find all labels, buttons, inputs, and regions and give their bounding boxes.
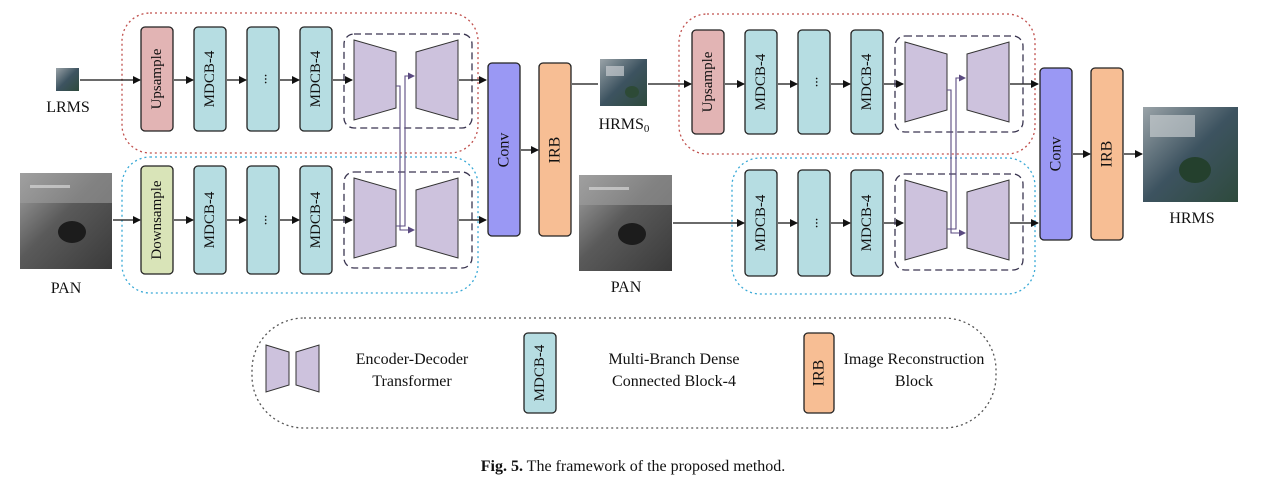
irb-label-1: IRB bbox=[547, 137, 564, 164]
pan-branch-container bbox=[121, 156, 479, 294]
mdcb-label-2a: MDCB-4 bbox=[202, 191, 218, 248]
mdcb-ellipsis-1a bbox=[246, 26, 280, 132]
mdcb-block-2a bbox=[193, 165, 227, 275]
hrms0-label-main: HRMS bbox=[599, 116, 644, 133]
mdcb-label-3a: MDCB-4 bbox=[753, 53, 769, 110]
conv-block-1 bbox=[487, 62, 521, 237]
conv-label-1: Conv bbox=[496, 133, 513, 168]
mdcb-label-1a: MDCB-4 bbox=[202, 50, 218, 107]
upsample-label-1: Upsample bbox=[149, 48, 165, 109]
legend-irb-line2: Block bbox=[895, 373, 933, 390]
figure-number: Fig. 5. bbox=[480, 458, 523, 475]
figure-caption-text: The framework of the proposed method. bbox=[526, 458, 786, 475]
mdcb-label-4b: MDCB-4 bbox=[859, 194, 875, 251]
decoder-icon bbox=[966, 41, 1010, 123]
mdcb-block-3a bbox=[744, 29, 778, 135]
transformer-container-1b bbox=[343, 171, 473, 269]
upsample-label-2: Upsample bbox=[700, 51, 716, 112]
legend-irb-block bbox=[803, 332, 835, 414]
decoder-icon bbox=[966, 179, 1010, 261]
mdcb-ellipsis-4a bbox=[797, 169, 831, 277]
encoder-icon bbox=[353, 177, 397, 259]
mdcb-block-2b bbox=[299, 165, 333, 275]
legend-mdcb-label: MDCB-4 bbox=[532, 344, 548, 401]
conv-block-2 bbox=[1039, 67, 1073, 241]
ellipsis-label: ... bbox=[807, 218, 822, 229]
mdcb-block-1b bbox=[299, 26, 333, 132]
lrms-branch-container bbox=[121, 12, 479, 154]
cross-link-down-1 bbox=[396, 85, 415, 234]
pan-image-middle bbox=[579, 175, 672, 271]
framework-diagram: LRMS PAN Upsample Downsample MDCB-4 ... … bbox=[20, 12, 1238, 429]
ellipsis-label: ... bbox=[807, 77, 822, 88]
mdcb-label-1b: MDCB-4 bbox=[308, 50, 324, 107]
legend-transformer-icon bbox=[265, 344, 320, 393]
transformer-container-2a bbox=[894, 35, 1024, 133]
legend-mdcb-line2: Connected Block-4 bbox=[612, 373, 736, 390]
upsample-block-1 bbox=[140, 26, 174, 132]
decoder-icon bbox=[415, 39, 459, 121]
lrms-label: LRMS bbox=[46, 99, 90, 116]
decoder-icon bbox=[415, 177, 459, 259]
upsample-block-2 bbox=[691, 29, 725, 135]
downsample-block bbox=[140, 165, 174, 275]
legend-transformer-line2: Transformer bbox=[372, 373, 452, 390]
pan-label-middle: PAN bbox=[611, 279, 642, 296]
irb-block-2 bbox=[1090, 67, 1124, 241]
mdcb-label-4a: MDCB-4 bbox=[753, 194, 769, 251]
ellipsis-label: ... bbox=[256, 74, 271, 85]
pan-image-left bbox=[20, 173, 112, 269]
legend-mdcb-line1: Multi-Branch Dense bbox=[608, 351, 739, 368]
hrms0-label-subscript: 0 bbox=[644, 123, 650, 135]
hrms-label: HRMS bbox=[1169, 210, 1214, 227]
transformer-container-2b bbox=[894, 173, 1024, 271]
encoder-icon bbox=[904, 41, 948, 123]
pan-label-left: PAN bbox=[51, 280, 82, 297]
mdcb-block-1a bbox=[193, 26, 227, 132]
ellipsis-label: ... bbox=[256, 215, 271, 226]
conv-label-2: Conv bbox=[1048, 137, 1065, 172]
hrms0-image bbox=[600, 59, 647, 106]
transformer-container-1a bbox=[343, 33, 473, 129]
mdcb-block-3b bbox=[850, 29, 884, 135]
irb-block-1 bbox=[538, 62, 572, 237]
mdcb-block-4b bbox=[850, 169, 884, 277]
hrms0-label: HRMS0 bbox=[599, 116, 650, 135]
encoder-icon bbox=[353, 39, 397, 121]
legend-irb-line1: Image Reconstruction bbox=[844, 351, 985, 368]
legend-transformer-line1: Encoder-Decoder bbox=[356, 351, 469, 368]
figure-caption: Fig. 5. The framework of the proposed me… bbox=[0, 458, 1266, 476]
mdcb-block-4a bbox=[744, 169, 778, 277]
legend-mdcb-block bbox=[523, 332, 557, 414]
downsample-label: Downsample bbox=[149, 180, 165, 259]
mdcb-label-3b: MDCB-4 bbox=[859, 53, 875, 110]
cross-link-up-2 bbox=[947, 74, 966, 230]
cross-link-down-2 bbox=[947, 89, 966, 237]
lrms-image bbox=[56, 68, 79, 91]
legend-container bbox=[251, 317, 997, 429]
mdcb-ellipsis-2a bbox=[246, 165, 280, 275]
hrms-image bbox=[1143, 107, 1238, 202]
mdcb-ellipsis-3a bbox=[797, 29, 831, 135]
cross-link-up-1 bbox=[396, 72, 415, 227]
mdcb-label-2b: MDCB-4 bbox=[308, 191, 324, 248]
irb-label-2: IRB bbox=[1099, 141, 1116, 168]
legend-irb-label: IRB bbox=[811, 360, 828, 387]
encoder-icon bbox=[904, 179, 948, 261]
